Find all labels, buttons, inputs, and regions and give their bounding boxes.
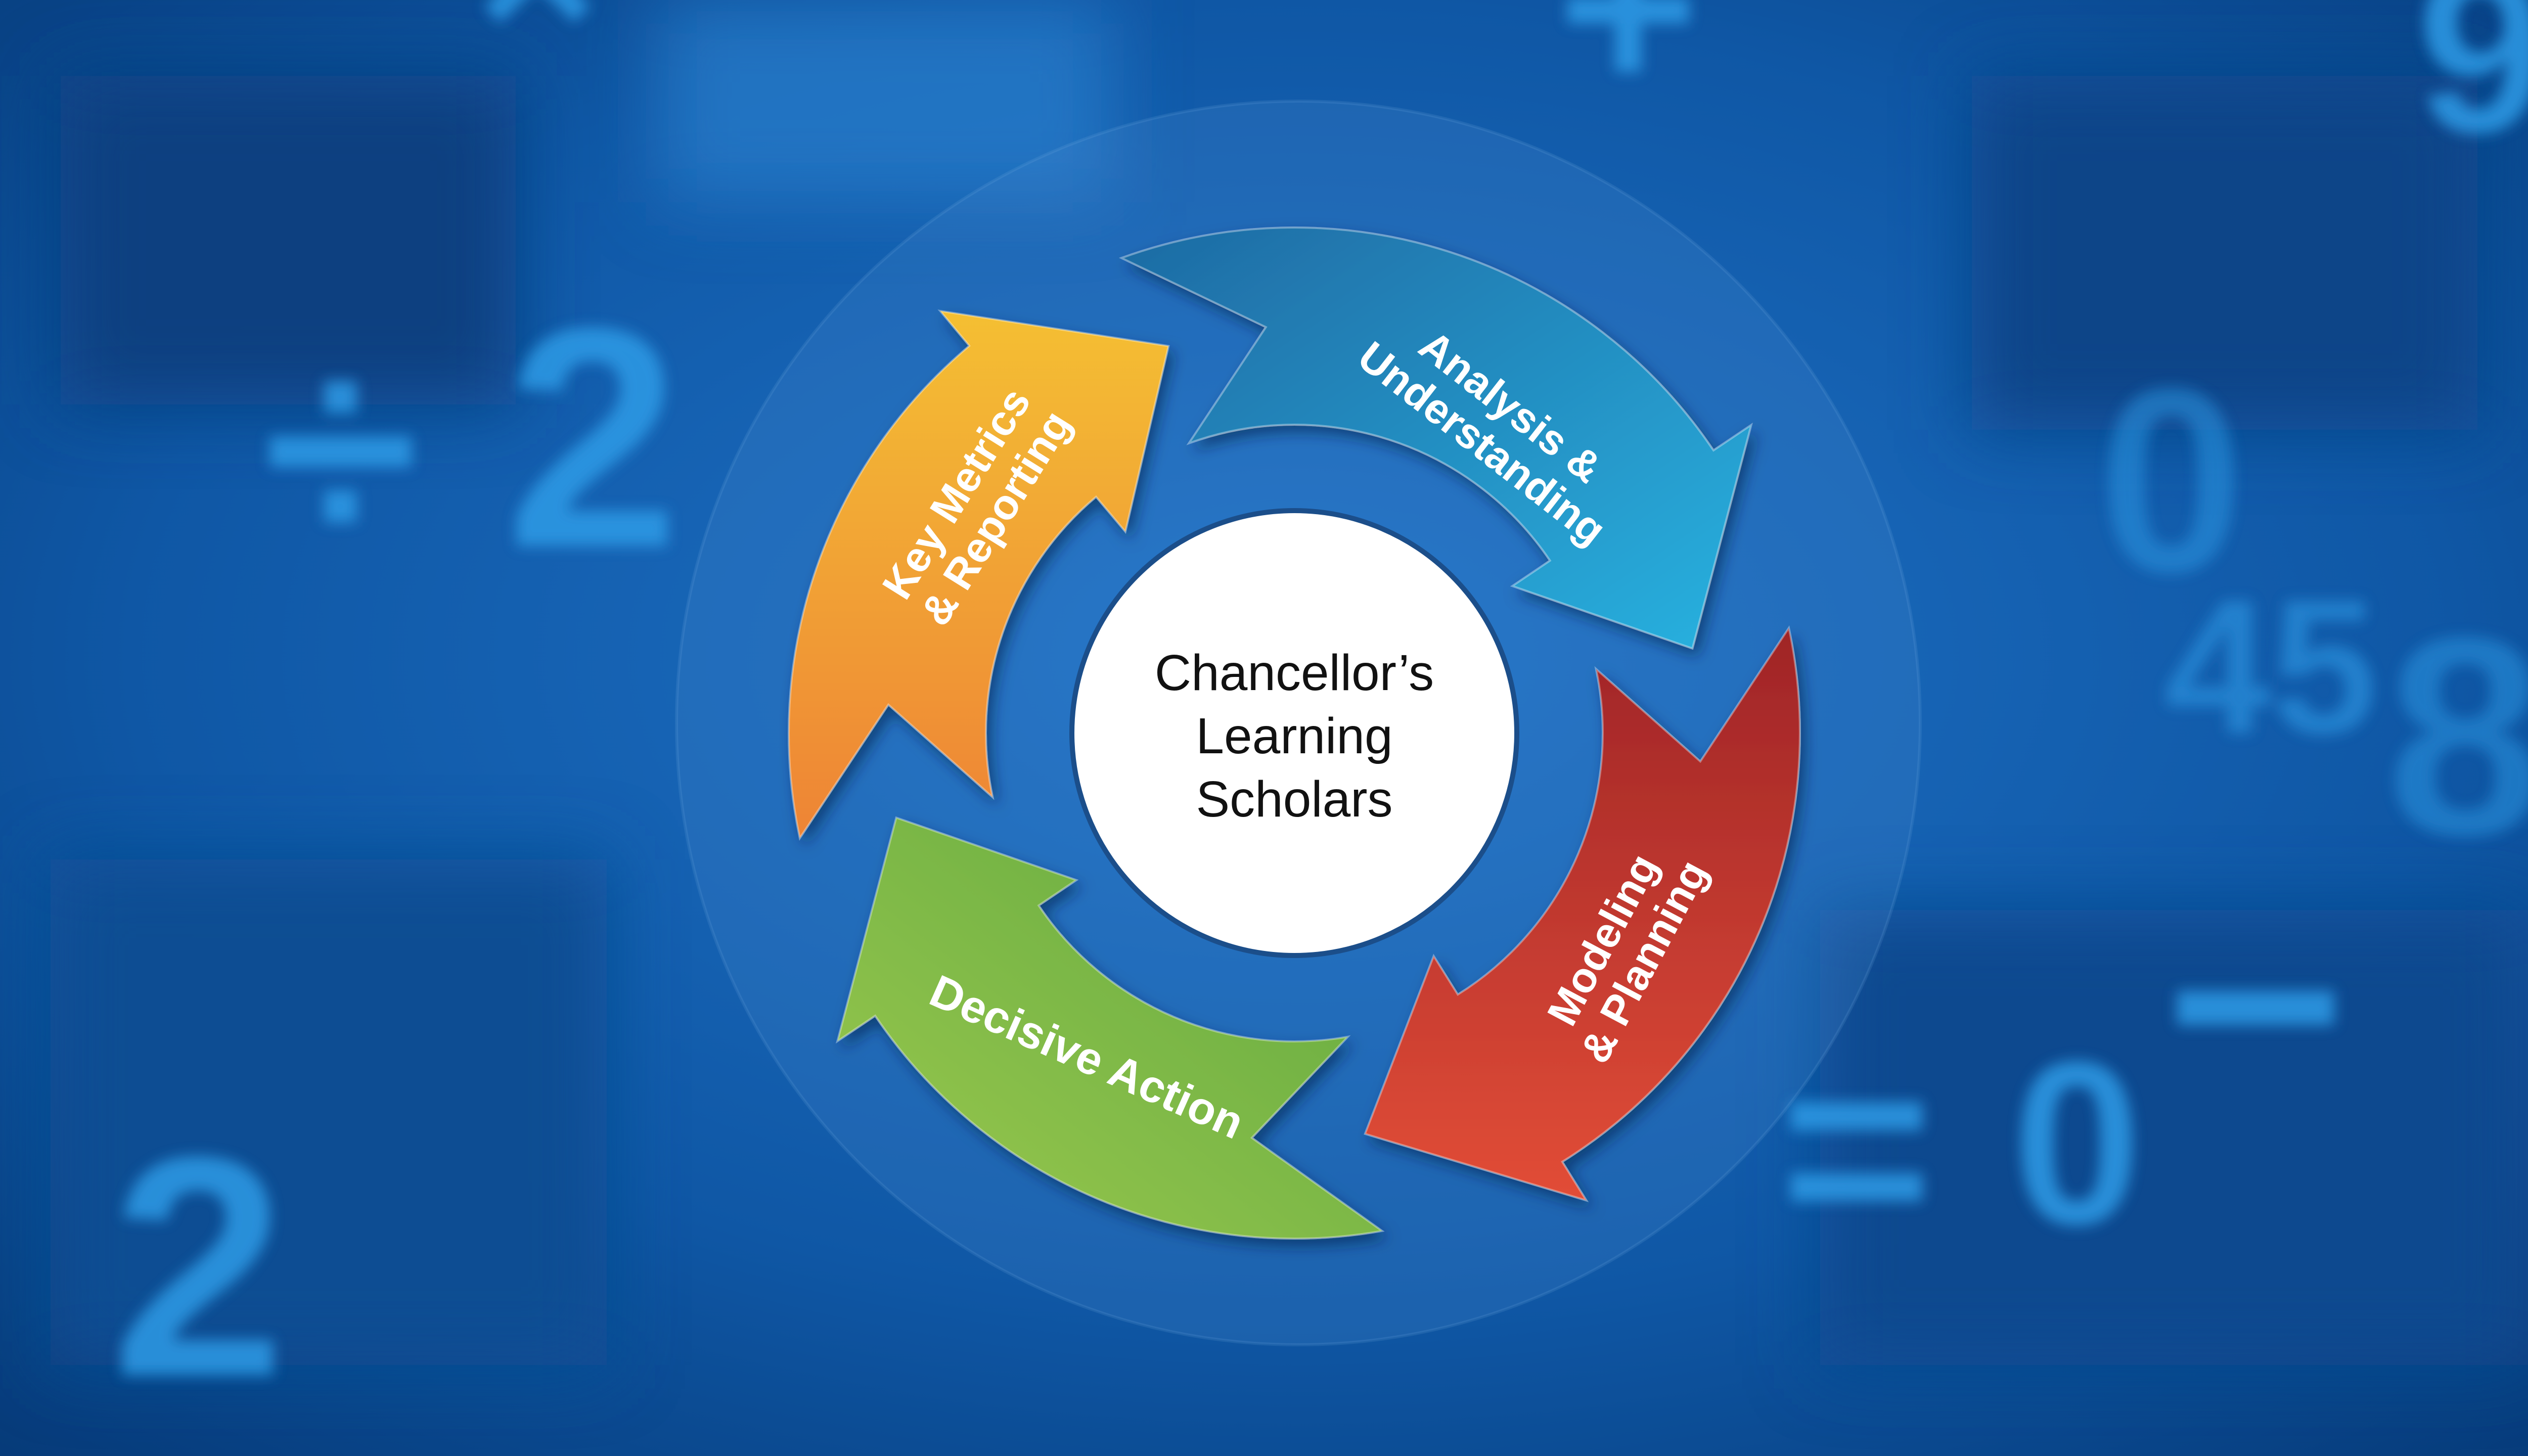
bg-symbol: 0	[2012, 1014, 2142, 1273]
arrow-modeling	[1364, 625, 1801, 1202]
center-label-line-1: Chancellor’s	[1155, 645, 1434, 701]
halo-disc-rim	[675, 100, 1922, 1346]
bg-symbol: −	[2164, 829, 2347, 1179]
center-label-line-2: Learning	[1196, 708, 1392, 764]
bg-symbol: ×	[475, 0, 599, 86]
arrow-metrics	[788, 309, 1170, 841]
bg-symbol: 8	[2386, 578, 2528, 894]
bg-symbol: +	[1557, 0, 1699, 143]
center-label-line-3: Scholars	[1196, 771, 1392, 828]
bg-symbol: 2	[506, 263, 680, 613]
bg-symbol: 45	[2164, 559, 2378, 774]
background-blobs	[51, 0, 2528, 1365]
arrow-decisive	[836, 816, 1385, 1240]
background-math-symbols: × ÷ 2 + 9 0 45 8 − = 0 2	[111, 0, 2528, 1442]
cycle-arrows	[788, 226, 1801, 1240]
center-circle	[1069, 508, 1519, 958]
bg-symbol: =	[1780, 1001, 1933, 1295]
bg-symbol: ÷	[263, 290, 418, 606]
arrow-analysis	[1118, 226, 1753, 650]
bg-symbol: 0	[2098, 334, 2244, 627]
bg-symbol: 9	[2417, 0, 2528, 181]
bg-symbol: 2	[111, 1092, 286, 1442]
